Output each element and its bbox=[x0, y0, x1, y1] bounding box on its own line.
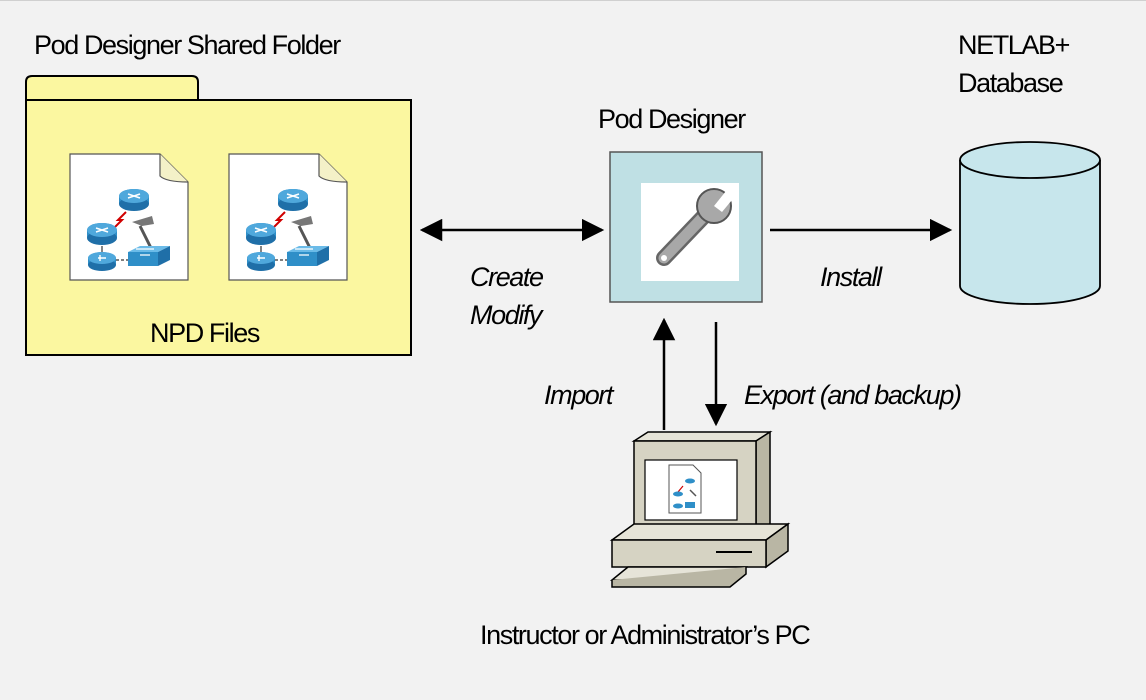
wrench-icon bbox=[656, 186, 737, 266]
modify-label: Modify bbox=[470, 300, 543, 330]
install-label: Install bbox=[820, 262, 882, 292]
pod-designer-label: Pod Designer bbox=[598, 104, 746, 134]
import-label: Import bbox=[544, 380, 614, 410]
npd-document-icon bbox=[227, 152, 349, 282]
npd-document-icon bbox=[68, 152, 190, 282]
computer-icon bbox=[609, 430, 791, 588]
pc-label: Instructor or Administrator’s PC bbox=[480, 620, 811, 650]
export-label: Export (and backup) bbox=[744, 380, 962, 410]
create-label: Create bbox=[470, 262, 544, 292]
shared-folder-label: Pod Designer Shared Folder bbox=[34, 30, 341, 60]
npd-files-label: NPD Files bbox=[150, 318, 260, 348]
database-cylinder-icon bbox=[959, 141, 1101, 305]
database-label-line1: NETLAB+ bbox=[958, 30, 1070, 60]
database-label-line2: Database bbox=[958, 68, 1064, 98]
